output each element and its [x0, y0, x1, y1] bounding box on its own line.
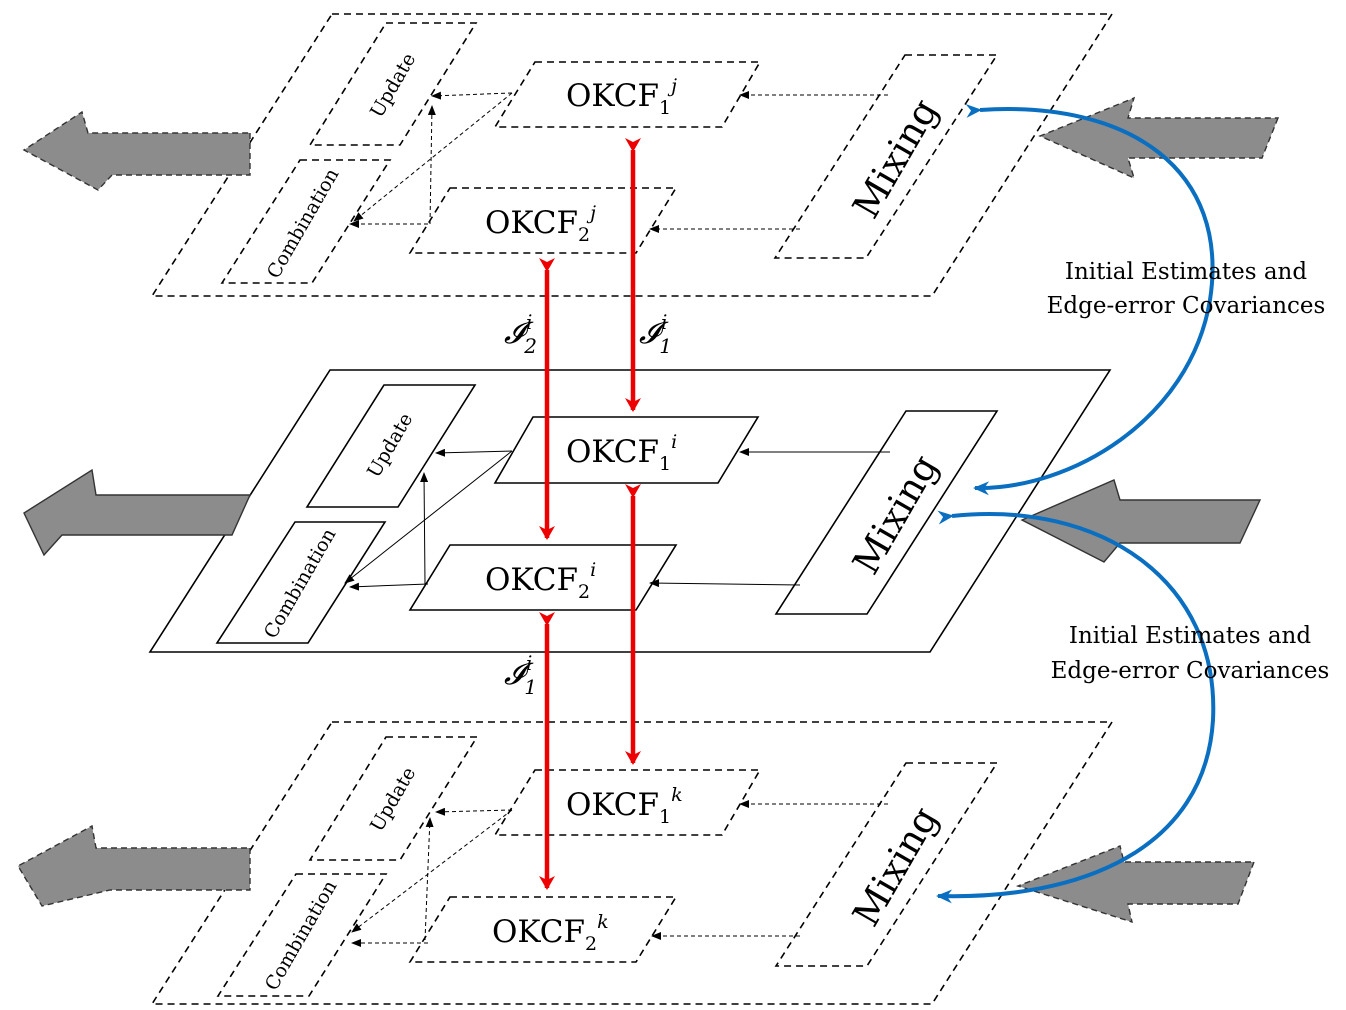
layer-j-combination-to-update-arrow: [427, 105, 436, 225]
layer-i-mix-to-okcf2-arrow: [649, 579, 801, 588]
layer-i-okcf2-to-combination-arrow: [349, 582, 429, 591]
layer-k-okcf2-block: [408, 896, 678, 963]
layer-i-okcf1-to-update-arrow: [435, 448, 513, 457]
layer-k-combination-block: [216, 873, 388, 997]
layer-i-combination-block: [215, 521, 387, 644]
layer-i-plane: [148, 369, 1112, 653]
output-arrow-k: [17, 824, 251, 907]
layer-i-okcf2-label: OKCF2i: [485, 559, 596, 603]
info-label-top-left: 𝓘2i: [504, 310, 537, 358]
info-label-top-right: 𝓘1i: [639, 310, 672, 358]
layer-k-okcf1-label: OKCF1k: [566, 784, 683, 828]
layer-j-combination-block: [220, 159, 392, 284]
output-arrow-j: [22, 110, 251, 191]
layer-k-update-label: Update: [366, 763, 420, 835]
annotation-upper-line2: Edge-error Covariances: [1047, 293, 1326, 319]
layer-k-okcf1-to-update-arrow: [435, 807, 513, 816]
layer-i-okcf1-block: [493, 416, 760, 484]
estimate-flows: [936, 103, 1216, 904]
annotation-lower-line2: Edge-error Covariances: [1051, 658, 1330, 684]
layer-j-update-block: [308, 22, 478, 146]
layer-i-combination-label: Combination: [260, 525, 341, 643]
information-exchange: [539, 138, 641, 890]
input-arrow-k: [1015, 845, 1256, 924]
layer-k: Update Combination OKCF1k OKCF2k Mixing: [150, 721, 1114, 1005]
layer-i-okcf1-label: OKCF1i: [566, 431, 677, 475]
layer-j-okcf1-to-update-arrow: [431, 91, 513, 100]
layer-j-combination-label: Combination: [263, 165, 344, 283]
layer-j-update-label: Update: [366, 49, 420, 121]
layer-k-plane: [150, 721, 1114, 1005]
layer-k-mixing-label: Mixing: [844, 799, 946, 933]
io-arrows: [17, 96, 1280, 924]
layer-j-okcf1-label: OKCF1j: [566, 75, 677, 119]
layer-k-okcf1-block: [493, 769, 762, 836]
layer-j-okcf1-to-combination-arrow: [353, 92, 513, 222]
estimate-flow-k-to-i: [936, 510, 1216, 904]
layer-k-mixing-block: [774, 762, 999, 967]
input-arrow-i: [1020, 479, 1262, 563]
layer-i-update-block: [305, 384, 477, 508]
layer-k-update-block: [308, 736, 479, 861]
layer-i-update-label: Update: [363, 409, 417, 481]
layer-j-plane: [150, 13, 1114, 297]
layer-j-mixing-label: Mixing: [844, 91, 946, 225]
output-arrow-i: [23, 468, 252, 557]
layer-k-combination-label: Combination: [261, 877, 342, 995]
layer-i: Update Combination OKCF1i OKCF2i Mixing: [148, 369, 1112, 653]
annotation-upper-line1: Initial Estimates and: [1065, 259, 1307, 285]
layer-j-okcf1-block: [493, 61, 762, 128]
info-label-bottom: 𝓘1i: [504, 651, 537, 699]
layer-j-mixing-block: [773, 54, 999, 259]
layer-k-okcf2-label: OKCF2k: [492, 911, 609, 955]
estimate-flow-j-to-i: [965, 103, 1215, 496]
input-arrow-j: [1038, 96, 1280, 180]
layer-k-okcf1-to-combination-arrow: [351, 809, 513, 933]
layer-i-combination-to-update-arrow: [420, 472, 429, 585]
annotation-lower-line1: Initial Estimates and: [1069, 623, 1311, 649]
layer-i-okcf1-to-combination-arrow: [344, 450, 513, 584]
layer-k-combination-to-update-arrow: [424, 817, 434, 941]
layer-j-okcf2-label: OKCF2j: [485, 202, 596, 246]
